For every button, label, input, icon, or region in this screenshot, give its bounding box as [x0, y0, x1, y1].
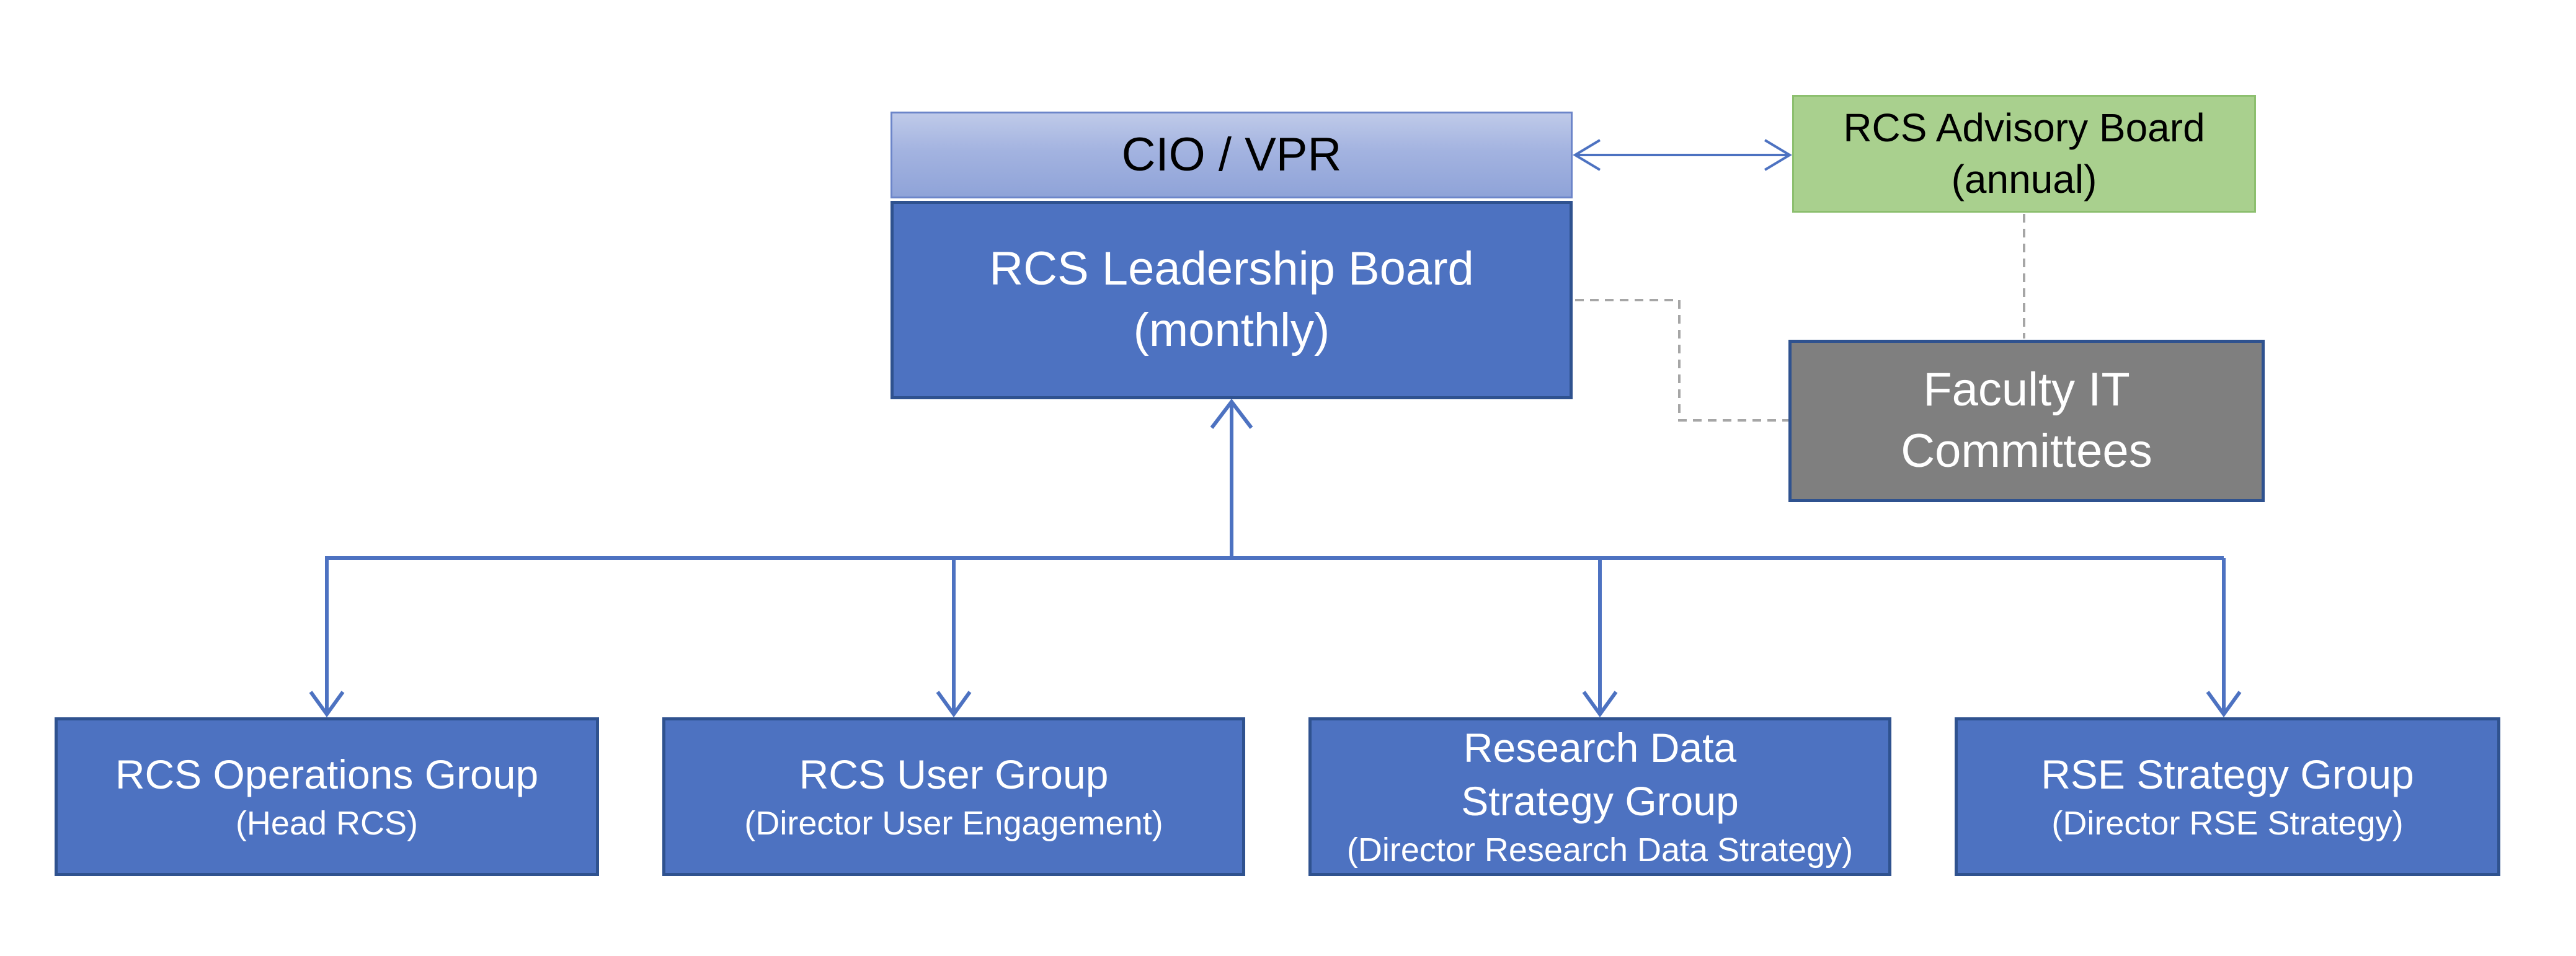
cio-vpr-label: CIO / VPR [1121, 128, 1342, 181]
leadership-board-box: RCS Leadership Board (monthly) [890, 201, 1573, 399]
faculty-it-committees-box: Faculty IT Committees [1788, 340, 2265, 502]
leadership-board-frequency: (monthly) [1133, 304, 1330, 356]
faculty-it-line1: Faculty IT [1923, 363, 2130, 417]
group-name-line2: Strategy Group [1461, 777, 1739, 824]
leadership-board-title: RCS Leadership Board [989, 242, 1474, 296]
research-data-strategy-group-box: Research Data Strategy Group (Director R… [1308, 717, 1891, 876]
cio-vpr-box: CIO / VPR [890, 112, 1573, 198]
advisory-board-frequency: (annual) [1951, 157, 2097, 201]
hierarchy-connectors [309, 399, 2242, 718]
group-name: RCS Operations Group [115, 751, 539, 797]
group-name: RSE Strategy Group [2041, 751, 2414, 797]
group-lead: (Head RCS) [235, 804, 419, 842]
advisory-board-box: RCS Advisory Board (annual) [1792, 95, 2256, 213]
group-lead: (Director Research Data Strategy) [1346, 831, 1854, 869]
group-name-line1: Research Data [1463, 725, 1737, 771]
group-lead: (Director User Engagement) [744, 804, 1163, 842]
rcs-user-group-box: RCS User Group (Director User Engagement… [662, 717, 1245, 876]
faculty-it-line2: Committees [1901, 425, 2152, 477]
group-name: RCS User Group [799, 751, 1109, 797]
group-lead: (Director RSE Strategy) [2051, 804, 2404, 842]
rse-strategy-group-box: RSE Strategy Group (Director RSE Strateg… [1955, 717, 2500, 876]
rcs-operations-group-box: RCS Operations Group (Head RCS) [55, 717, 599, 876]
cio-advisory-link [1573, 139, 1792, 171]
leadership-faculty-dashed-link [1575, 299, 1788, 422]
advisory-board-title: RCS Advisory Board [1843, 105, 2205, 150]
